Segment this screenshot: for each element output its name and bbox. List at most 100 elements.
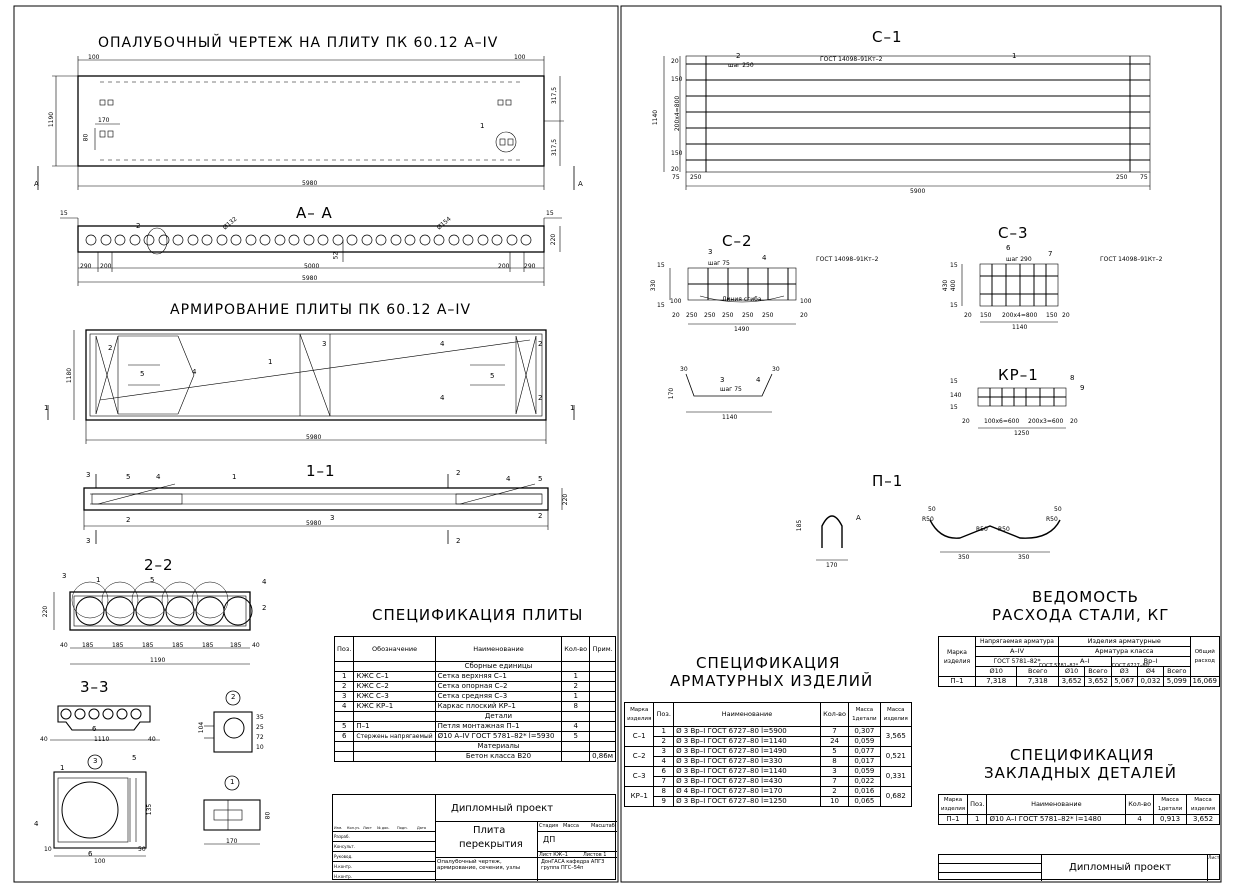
svg-text:4: 4 (34, 820, 39, 828)
dim-c1-total: 5900 (910, 188, 926, 195)
ps-h-pos: Поз. (333, 636, 355, 662)
svg-text:2: 2 (456, 469, 460, 477)
dim-p1-r-3: R50 (1046, 516, 1058, 523)
dim-s22-seg-5: 185 (202, 642, 214, 649)
left-stamp-stage: ДП (543, 835, 556, 844)
dim-plan-edge-right: 100 (514, 54, 526, 61)
dim-n2-10: 10 (256, 744, 264, 751)
dim-s11-length: 5980 (306, 520, 322, 527)
svg-text:5: 5 (538, 475, 542, 483)
dim-c3-v-2: 15 (950, 302, 958, 309)
svg-text:5: 5 (150, 576, 154, 584)
dim-s22-total: 1190 (150, 657, 166, 664)
dim-aa-top-l: 15 (60, 210, 68, 217)
dim-c1-v-1: 150 (671, 76, 683, 83)
dim-c2-seg-2: 250 (704, 312, 716, 319)
svg-text:3: 3 (322, 340, 326, 348)
rs-h-mark: Марка изделия (623, 702, 655, 727)
c1-gost: ГОСТ 14098–91Кт–2 (820, 56, 883, 63)
svg-text:3: 3 (708, 248, 712, 256)
formwork-title: ОПАЛУБОЧНЫЙ ЧЕРТЕЖ НА ПЛИТУ ПК 60.12 А–I… (98, 35, 499, 51)
svg-text:7: 7 (1048, 250, 1052, 258)
svg-text:8: 8 (1070, 374, 1074, 382)
svg-text:4: 4 (440, 340, 445, 348)
dim-c2-v-0: 15 (657, 262, 665, 269)
dim-bent-30b: 30 (772, 366, 780, 373)
svg-text:2: 2 (262, 604, 266, 612)
svg-text:4: 4 (762, 254, 767, 262)
dim-s33-total: 1110 (94, 736, 110, 743)
st-gost2: ГОСТ 5781–82* (1039, 663, 1079, 669)
c3-gost: ГОСТ 14098–91Кт–2 (1100, 256, 1163, 263)
node-3-mark: 3 (93, 757, 98, 765)
dim-c1-l1: 75 (672, 174, 680, 181)
dim-n3-50: 50 (138, 846, 146, 853)
dim-c2-seg-6: 100 (800, 298, 812, 305)
left-stamp-sheet-h: Лист КЖ–1 (539, 852, 568, 858)
dim-s22-seg-7: 40 (252, 642, 260, 649)
dim-c2-seg-5: 250 (762, 312, 774, 319)
svg-text:4: 4 (262, 578, 267, 586)
dim-c3-seg-4: 20 (1062, 312, 1070, 319)
dim-c3-seg-2: 200х4=800 (1002, 312, 1038, 319)
dim-bent-170: 170 (668, 387, 676, 400)
dim-c2-seg-4: 250 (742, 312, 754, 319)
st-sub-0: Ø10 (974, 666, 1018, 677)
c2-step: шаг 75 (708, 260, 730, 267)
dim-bent-w: 1140 (722, 414, 738, 421)
dim-n2-35: 35 (256, 714, 264, 721)
dim-p1-350a: 350 (958, 554, 970, 561)
svg-text:2: 2 (108, 344, 112, 352)
dim-c2-v-1: 100 (670, 298, 682, 305)
left-stamp-person-0: Разраб. (334, 834, 350, 839)
section-33-title: 3–3 (80, 678, 110, 696)
right-stamp-project: Дипломный проект (1069, 862, 1172, 873)
st-sub-6: Всего (1163, 666, 1191, 677)
dim-p1-h: 185 (796, 519, 804, 532)
steel-title-2: РАСХОДА СТАЛИ, КГ (992, 606, 1170, 624)
st-total-h: Общий расход (1189, 636, 1220, 677)
svg-text:4: 4 (756, 376, 761, 384)
svg-text:2: 2 (736, 52, 740, 60)
dim-n3-135: 135 (146, 803, 154, 816)
dim-kp-seg-1: 100х6=600 (984, 418, 1020, 425)
dim-aa-total: 5980 (302, 275, 318, 282)
dim-p1-w: 170 (826, 562, 838, 569)
left-stamp-stage-h: Стадия (539, 823, 559, 829)
dim-bent-30a: 30 (680, 366, 688, 373)
dim-plan-hole-h: 80 (82, 133, 90, 142)
st-a4: А–IV (975, 646, 1059, 657)
svg-text:А: А (856, 514, 861, 522)
dim-c2-seg-7: 20 (800, 312, 808, 319)
dim-plan-length: 5980 (302, 180, 318, 187)
dim-n3-10: 10 (44, 846, 52, 853)
svg-text:3: 3 (62, 572, 66, 580)
svg-text:А: А (578, 180, 583, 188)
left-stamp-role-2: Лист (363, 826, 372, 830)
dim-kp-seg-3: 20 (1070, 418, 1078, 425)
dim-p1-50b: 50 (1054, 506, 1062, 513)
section-11-title: 1–1 (306, 462, 336, 480)
dim-aa-h: 220 (550, 233, 558, 246)
left-stamp-person-2: Руковод. (334, 854, 353, 859)
svg-text:3: 3 (86, 537, 90, 545)
table-row: П–1 1 Ø10 А–I ГОСТ 5781–82* l=1480 4 0,9… (937, 814, 1220, 825)
left-stamp-role-1: Кол.уч. (347, 826, 361, 830)
dim-n2-104: 104 (198, 721, 206, 734)
dim-kp-seg-0: 20 (962, 418, 970, 425)
mesh-c2 (669, 267, 797, 325)
dim-s22-seg-0: 40 (60, 642, 68, 649)
dim-kp-seg-2: 200х3=600 (1028, 418, 1064, 425)
kp1-title: КР–1 (998, 366, 1039, 384)
svg-text:1: 1 (480, 122, 484, 130)
rebar-spec-title-1: СПЕЦИФИКАЦИЯ (696, 654, 841, 672)
left-stamp-person-4: Н.контр. (334, 874, 352, 879)
c1-step: шаг 250 (728, 62, 754, 69)
